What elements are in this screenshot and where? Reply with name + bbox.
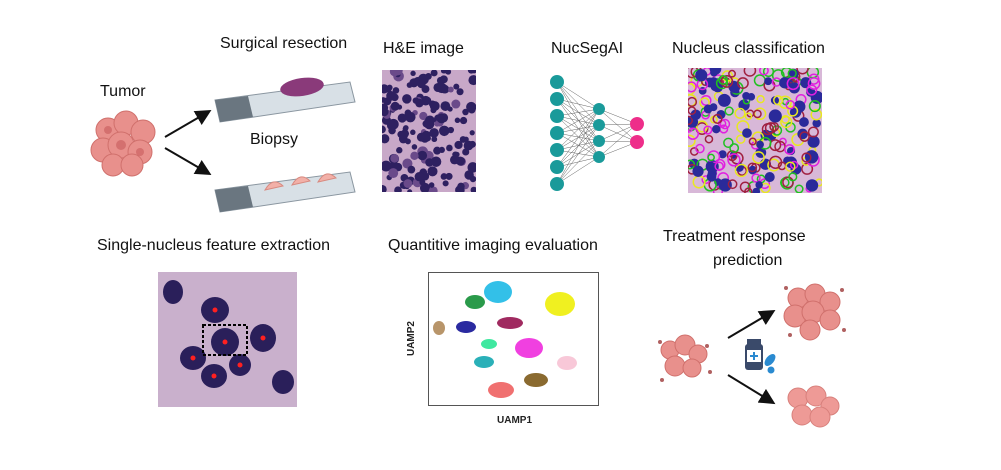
medication-icon: [745, 339, 776, 374]
nucleus-classification-label: Nucleus classification: [672, 40, 825, 57]
cluster: [474, 356, 494, 368]
surgical-resection-label: Surgical resection: [220, 35, 348, 52]
tumor-response-icon: [787, 385, 840, 428]
network-node: [550, 177, 564, 191]
network-node: [593, 135, 605, 147]
treatment-response-illustration: [658, 283, 846, 428]
treatment-label-line2: prediction: [713, 252, 783, 269]
network-node: [550, 109, 564, 123]
classification-image: [688, 68, 822, 193]
network-node: [550, 143, 564, 157]
cluster: [488, 382, 514, 398]
cluster: [481, 339, 497, 349]
network-node: [593, 151, 605, 163]
treatment-label-line1: Treatment response: [663, 228, 806, 245]
umap-xlabel: UAMP1: [497, 415, 533, 426]
feature-extraction-label: Single-nucleus feature extraction: [97, 237, 331, 254]
he-image: [382, 70, 476, 192]
network-node: [550, 160, 564, 174]
resection-slide-icon: [214, 77, 356, 123]
umap-plot: [428, 272, 599, 406]
network-node: [550, 75, 564, 89]
branch-arrows: [164, 109, 212, 176]
neural-network-icon: [550, 75, 644, 191]
tumor-icon: [90, 110, 156, 177]
cluster: [484, 281, 512, 303]
nucsegai-label: NucSegAI: [551, 40, 624, 57]
tumor-label: Tumor: [100, 83, 146, 100]
network-node: [593, 103, 605, 115]
tumor-progression-icon: [783, 283, 841, 341]
he-image-label: H&E image: [383, 40, 464, 57]
cluster: [515, 338, 543, 358]
network-node: [630, 117, 644, 131]
cluster: [456, 321, 476, 333]
cluster: [433, 321, 445, 335]
cluster: [545, 292, 575, 316]
network-node: [593, 119, 605, 131]
cluster: [497, 317, 523, 329]
umap-ylabel: UAMP2: [406, 320, 418, 357]
cluster: [465, 295, 485, 309]
quantitive-evaluation-label: Quantitive imaging evaluation: [388, 237, 598, 254]
biopsy-slide-icon: [214, 171, 356, 213]
cluster: [524, 373, 548, 387]
network-node: [630, 135, 644, 149]
network-node: [550, 126, 564, 140]
tumor-before-icon: [660, 334, 708, 378]
network-node: [550, 92, 564, 106]
biopsy-label: Biopsy: [250, 131, 299, 148]
nucleus-feature-image: [158, 272, 297, 407]
cluster: [557, 356, 577, 370]
